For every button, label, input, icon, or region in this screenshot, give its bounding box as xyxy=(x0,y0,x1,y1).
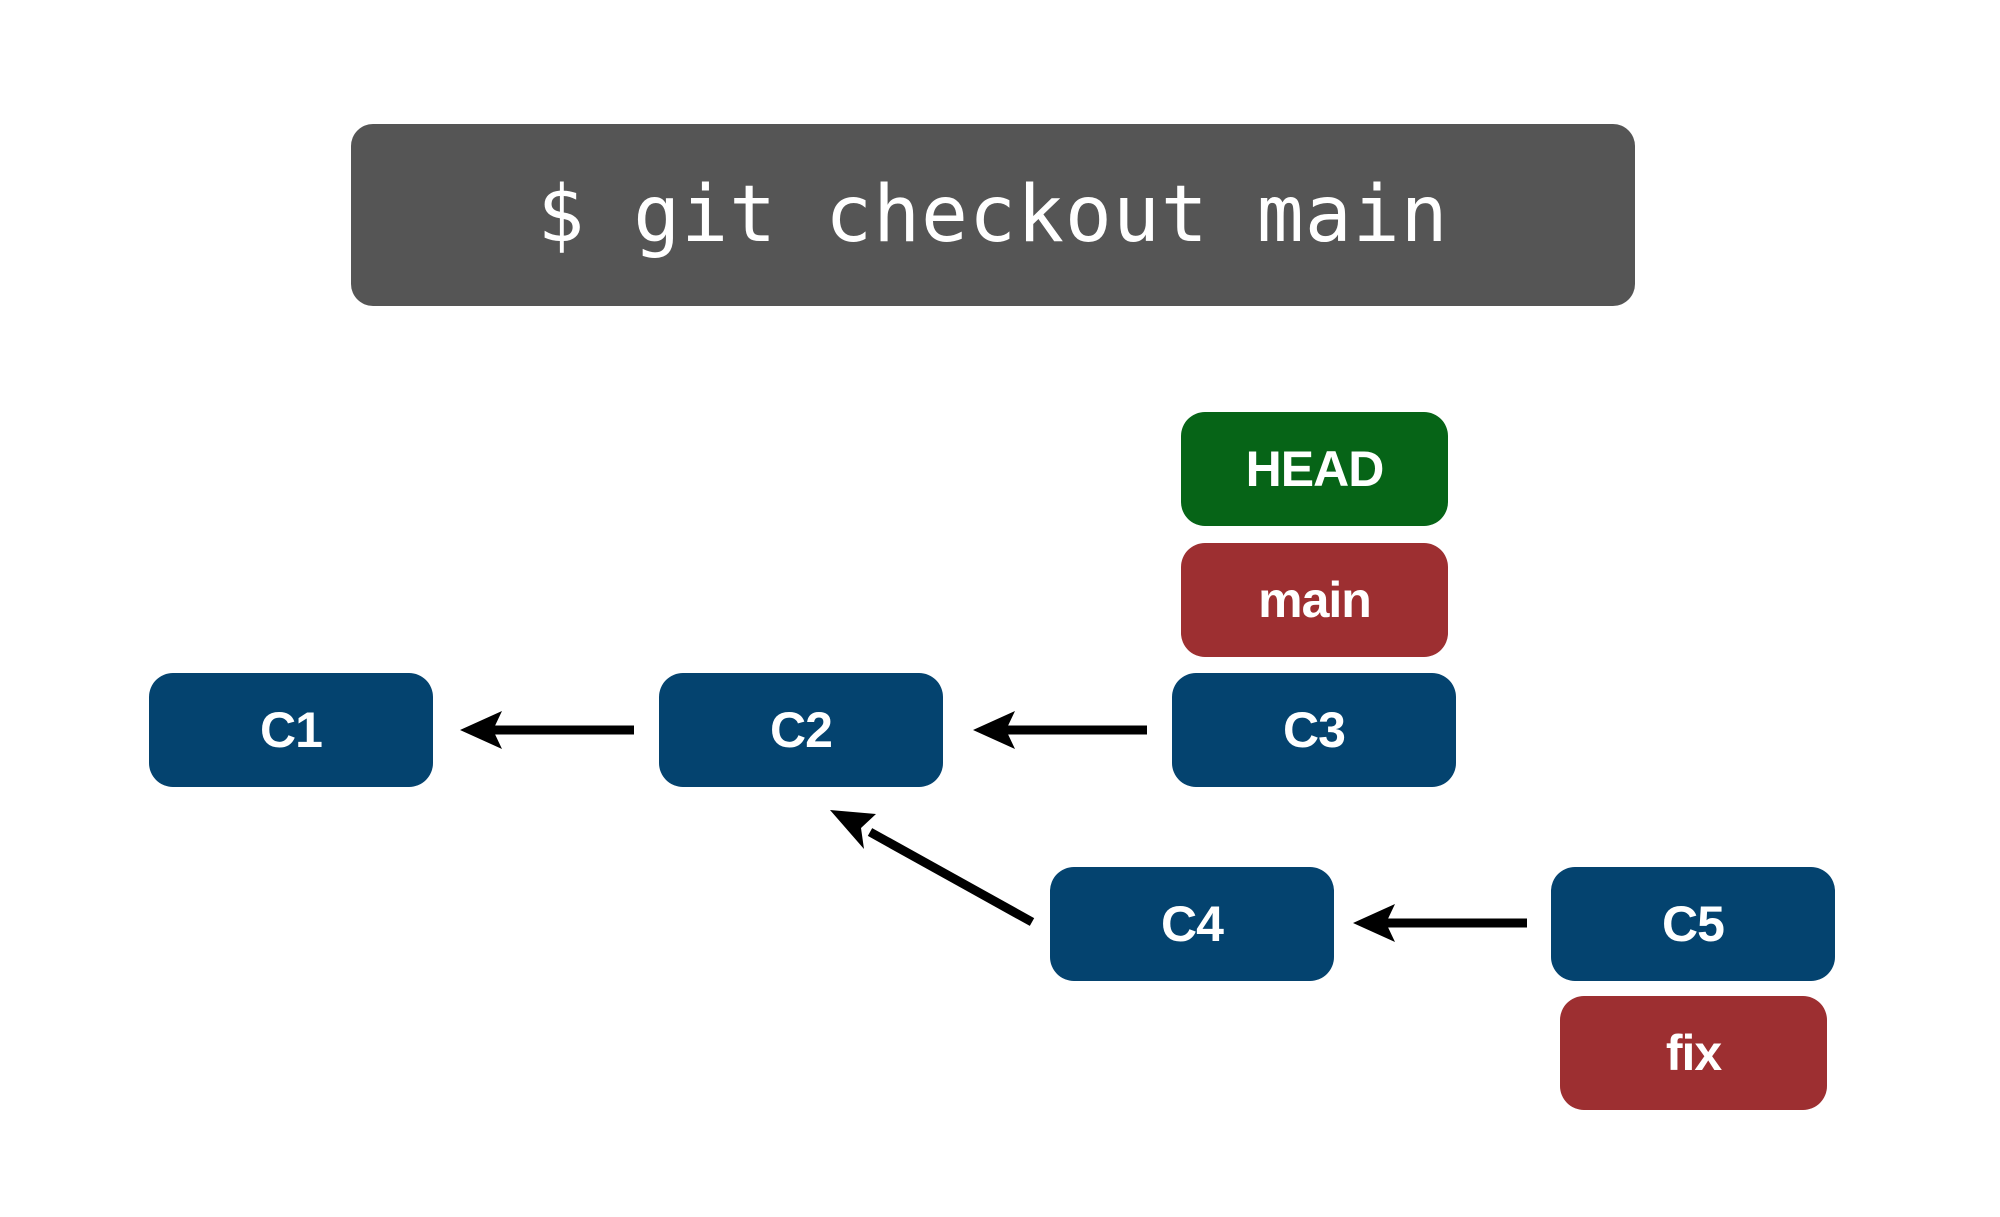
commit-c5-label: C5 xyxy=(1662,896,1725,952)
command-box: $ git checkout main xyxy=(351,124,1635,306)
commit-c2-label: C2 xyxy=(770,702,833,758)
commit-c4: C4 xyxy=(1050,867,1334,981)
arrow-c4-to-c2 xyxy=(830,810,1035,926)
ref-main: main xyxy=(1181,543,1448,657)
ref-fix-label: fix xyxy=(1665,1025,1722,1081)
ref-fix: fix xyxy=(1560,996,1827,1110)
commit-c1: C1 xyxy=(149,673,433,787)
commit-c5: C5 xyxy=(1551,867,1835,981)
commit-c3-label: C3 xyxy=(1283,702,1346,758)
ref-main-label: main xyxy=(1258,572,1372,628)
commit-c4-label: C4 xyxy=(1161,896,1224,952)
commit-c3: C3 xyxy=(1172,673,1456,787)
arrow-c2-to-c1 xyxy=(460,711,634,749)
arrow-c3-to-c2 xyxy=(973,711,1147,749)
commit-c1-label: C1 xyxy=(260,702,323,758)
ref-head: HEAD xyxy=(1181,412,1448,526)
arrow-c5-to-c4 xyxy=(1353,904,1527,942)
ref-head-label: HEAD xyxy=(1245,441,1385,497)
commit-c2: C2 xyxy=(659,673,943,787)
command-text: $ git checkout main xyxy=(537,170,1449,260)
